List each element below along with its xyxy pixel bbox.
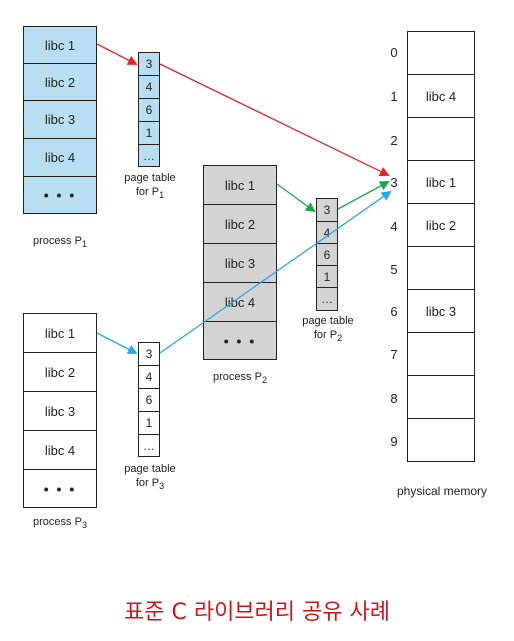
- pt3-entry-more: …: [138, 434, 160, 457]
- arrow-p1-pt-to-frame3: [159, 63, 390, 176]
- pt1-entry-more: …: [138, 144, 160, 167]
- memory-index-3: 3: [390, 175, 398, 190]
- p2-block-libc4: libc 4: [203, 282, 277, 322]
- p1-block-libc1: libc 1: [23, 26, 97, 64]
- process-p1-label: process P1: [33, 235, 87, 250]
- arrow-p2-pt-to-frame3: [337, 181, 390, 210]
- pt2-entry-more: …: [316, 287, 338, 311]
- physical-memory-label: physical memory: [396, 484, 488, 498]
- page-table-p3-label: page table for P3: [124, 463, 176, 492]
- memory-index-2: 2: [390, 133, 398, 148]
- pt3-entry-1: 1: [138, 411, 160, 435]
- memory-frame-4: libc 2: [407, 203, 475, 247]
- process-p3-label: process P3: [33, 516, 87, 531]
- p2-block-libc3: libc 3: [203, 243, 277, 283]
- memory-index-1: 1: [390, 89, 398, 104]
- figure-title: 표준 C 라이브러리 공유 사례: [124, 600, 390, 625]
- p3-block-libc2: libc 2: [23, 352, 97, 392]
- page-table-p3: 3 4 6 1 …: [138, 342, 160, 457]
- page-table-p1-label: page table for P1: [124, 172, 176, 201]
- p3-block-more: • • •: [23, 469, 97, 508]
- arrow-p3-pt-to-frame3: [159, 190, 392, 354]
- memory-index-8: 8: [390, 391, 398, 406]
- process-p3: libc 1 libc 2 libc 3 libc 4 • • •: [23, 313, 97, 508]
- memory-frame-5: [407, 246, 475, 290]
- physical-memory: libc 4 libc 1 libc 2 libc 3 0 1 2 3 4 5 …: [390, 31, 475, 462]
- memory-index-0: 0: [390, 45, 398, 60]
- process-p2-label: process P2: [213, 371, 267, 386]
- arrow-p1-libc1-to-pt: [96, 43, 138, 65]
- p1-block-libc3: libc 3: [23, 100, 97, 139]
- page-table-p1: 3 4 6 1 …: [138, 52, 160, 167]
- memory-frame-7: [407, 332, 475, 376]
- page-table-p2-label: page table for P2: [302, 315, 354, 344]
- p3-block-libc1: libc 1: [23, 313, 97, 353]
- memory-frame-3: libc 1: [407, 160, 475, 204]
- process-p1: libc 1 libc 2 libc 3 libc 4 • • •: [23, 26, 97, 214]
- memory-index-4: 4: [390, 219, 398, 234]
- memory-frame-9: [407, 418, 475, 462]
- p1-block-more: • • •: [23, 176, 97, 214]
- arrow-p2-libc1-to-pt: [276, 183, 316, 213]
- page-table-p2: 3 4 6 1 …: [316, 198, 338, 311]
- arrow-p3-libc1-to-pt: [96, 332, 138, 354]
- memory-frame-0: [407, 31, 475, 75]
- p2-block-libc1: libc 1: [203, 165, 277, 205]
- memory-index-6: 6: [390, 304, 398, 319]
- p2-block-more: • • •: [203, 321, 277, 360]
- p2-block-libc2: libc 2: [203, 204, 277, 244]
- memory-index-5: 5: [390, 262, 398, 277]
- process-p2: libc 1 libc 2 libc 3 libc 4 • • •: [203, 165, 277, 360]
- pt2-entry-4: 4: [316, 221, 338, 244]
- memory-index-9: 9: [390, 434, 398, 449]
- memory-index-7: 7: [390, 347, 398, 362]
